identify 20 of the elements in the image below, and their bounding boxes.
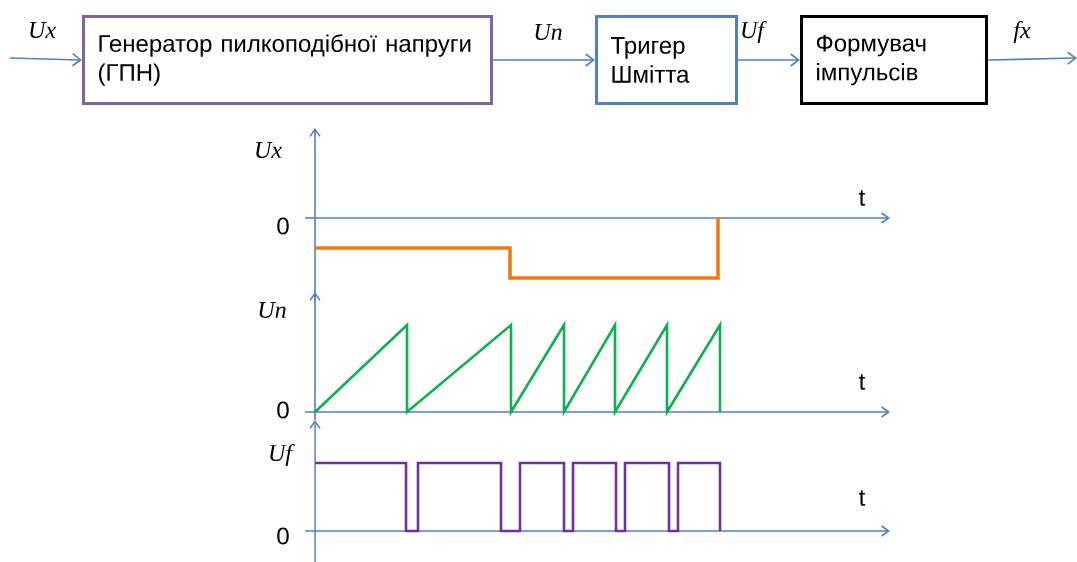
arrow xyxy=(737,53,800,67)
axis-label: 0 xyxy=(277,401,289,419)
arrow xyxy=(492,53,595,67)
block-box: Формувач імпульсів xyxy=(800,15,988,105)
block-box: Тригер Шмітта xyxy=(595,15,738,105)
axis-label: t xyxy=(859,490,866,506)
axis-label: Un xyxy=(259,302,286,318)
axis-label: Uf xyxy=(270,444,295,466)
axis-label: t xyxy=(859,374,866,390)
axis-label: t xyxy=(859,190,866,206)
signal-label: fx xyxy=(1013,21,1031,43)
axis-label: 0 xyxy=(277,527,289,545)
arrow xyxy=(9,52,82,67)
signal-label: Un xyxy=(535,24,562,40)
axis-label: Ux xyxy=(256,142,282,158)
arrow xyxy=(987,51,1077,65)
axis-label: 0 xyxy=(277,217,289,235)
signal-label: Ux xyxy=(30,22,56,38)
signal-label: Uf xyxy=(742,21,767,43)
block-box: Генератор пилкоподібної напруги (ГПН) xyxy=(82,15,493,105)
